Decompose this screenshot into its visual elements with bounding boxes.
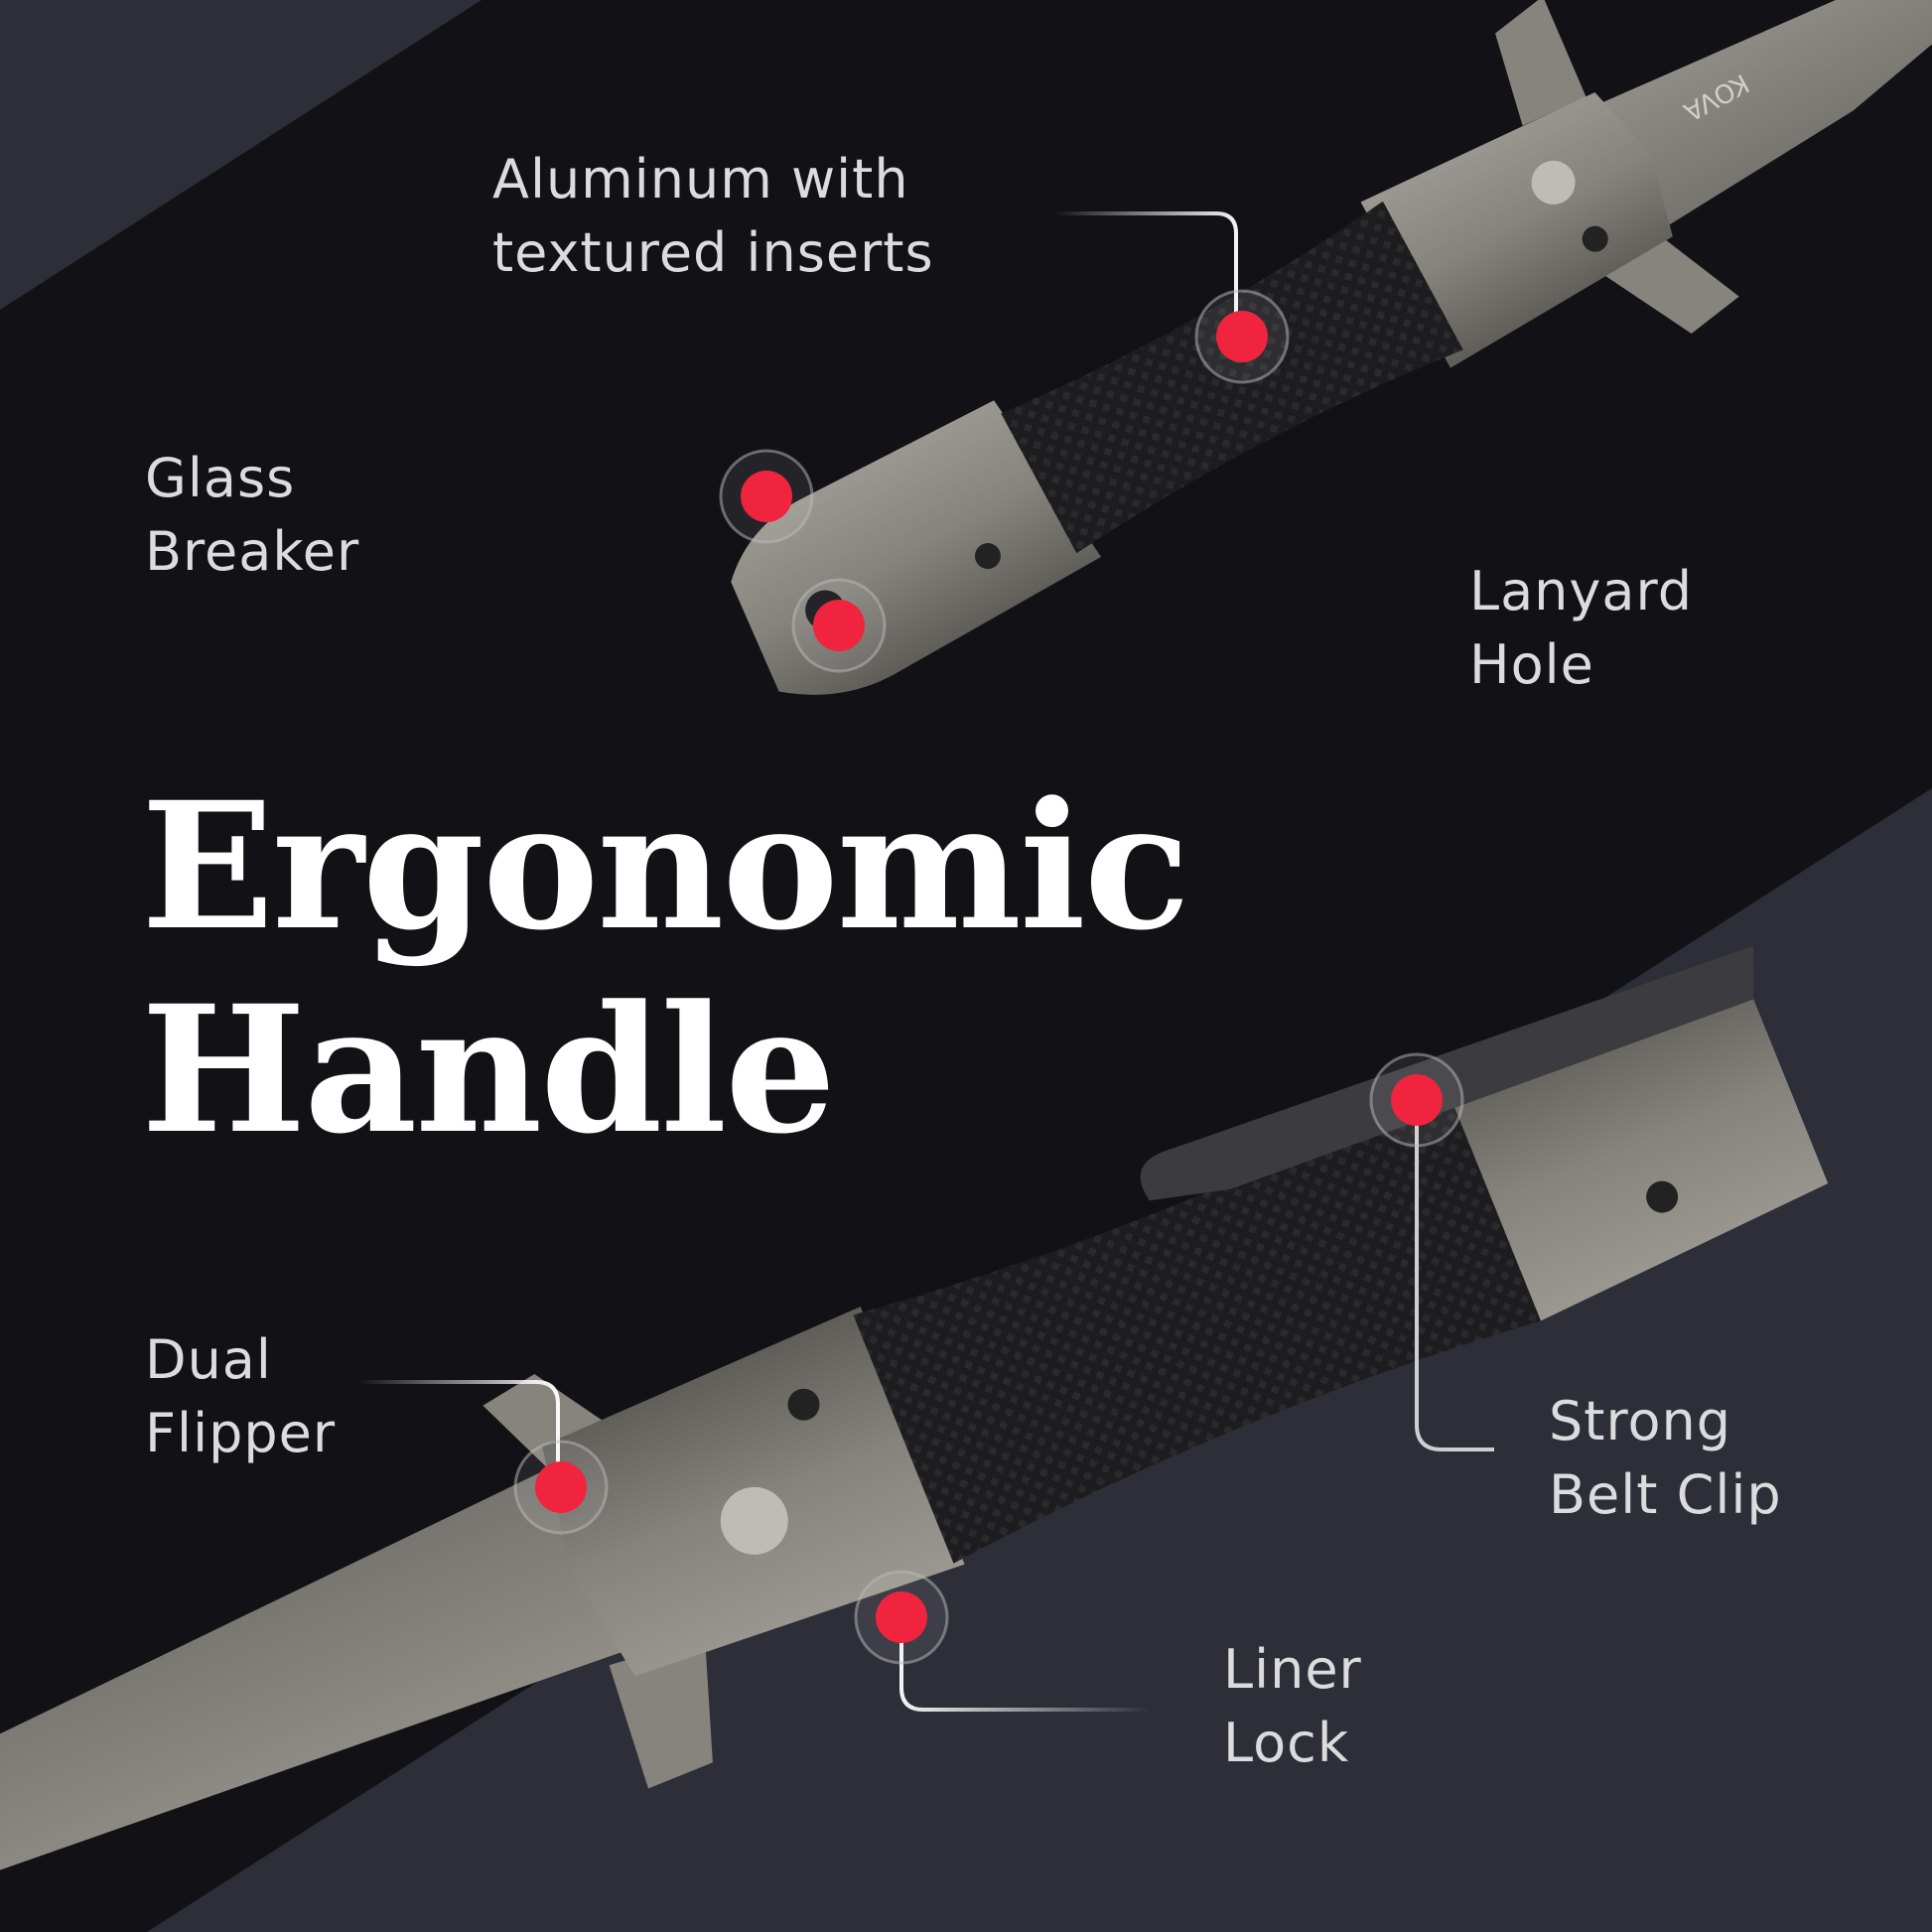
flipper	[1495, 0, 1587, 126]
grip-insert	[853, 1081, 1542, 1564]
callout-glass-breaker: Glass Breaker	[145, 442, 359, 589]
callout-line: Hole	[1469, 633, 1594, 696]
page-title: Ergonomic Handle	[141, 763, 1190, 1173]
callout-belt-clip: Strong Belt Clip	[1549, 1385, 1782, 1532]
callout-line: Belt Clip	[1549, 1463, 1782, 1526]
bottom-knife-image	[483, 945, 1829, 1789]
callout-line: Lock	[1223, 1712, 1350, 1774]
leader-lines	[357, 211, 1494, 1712]
callout-dual-flipper: Dual Flipper	[145, 1323, 336, 1470]
callout-line: Aluminum with	[492, 148, 909, 210]
hotspots	[513, 289, 1464, 1665]
leader-liner-lock	[899, 1617, 1152, 1712]
callout-liner-lock: Liner Lock	[1223, 1633, 1362, 1780]
callout-line: textured inserts	[492, 221, 934, 284]
screw	[720, 1486, 788, 1555]
hotspot-dual-flipper	[513, 1440, 609, 1535]
screw	[1582, 225, 1608, 252]
callout-aluminum: Aluminum with textured inserts	[492, 143, 934, 290]
hotspot-aluminum	[1194, 289, 1290, 384]
top-band	[0, 0, 482, 310]
screw	[1531, 160, 1576, 205]
screw	[787, 1388, 820, 1421]
title-line-1: Ergonomic	[141, 763, 1190, 969]
title-line-2: Handle	[141, 967, 836, 1173]
screw	[974, 543, 1001, 570]
callout-lanyard-hole: Lanyard Hole	[1469, 555, 1693, 702]
top-knife-image: KOVA	[731, 0, 1932, 695]
hotspot-glass-breaker	[719, 449, 814, 544]
leader-dual-flipper	[357, 1380, 560, 1484]
callout-line: Strong	[1549, 1390, 1732, 1452]
grip-insert	[1001, 201, 1463, 554]
callout-line: Lanyard	[1469, 560, 1693, 622]
bolster	[1360, 92, 1673, 368]
hotspot-liner-lock	[854, 1570, 949, 1665]
callout-line: Breaker	[145, 520, 360, 583]
blade	[1573, 0, 1932, 242]
bottom-knife-blade	[0, 1446, 672, 1881]
callout-line: Flipper	[145, 1402, 337, 1464]
hotspot-belt-clip	[1369, 1052, 1464, 1148]
flipper	[1602, 236, 1739, 335]
callout-line: Glass	[145, 447, 296, 509]
callout-line: Dual	[145, 1328, 272, 1391]
callout-line: Liner	[1223, 1638, 1362, 1701]
screw	[1646, 1180, 1679, 1213]
leader-aluminum	[1053, 211, 1238, 328]
hotspot-lanyard-hole	[791, 578, 887, 673]
leader-belt-clip	[1415, 1102, 1494, 1451]
belt-clip	[1140, 945, 1754, 1201]
